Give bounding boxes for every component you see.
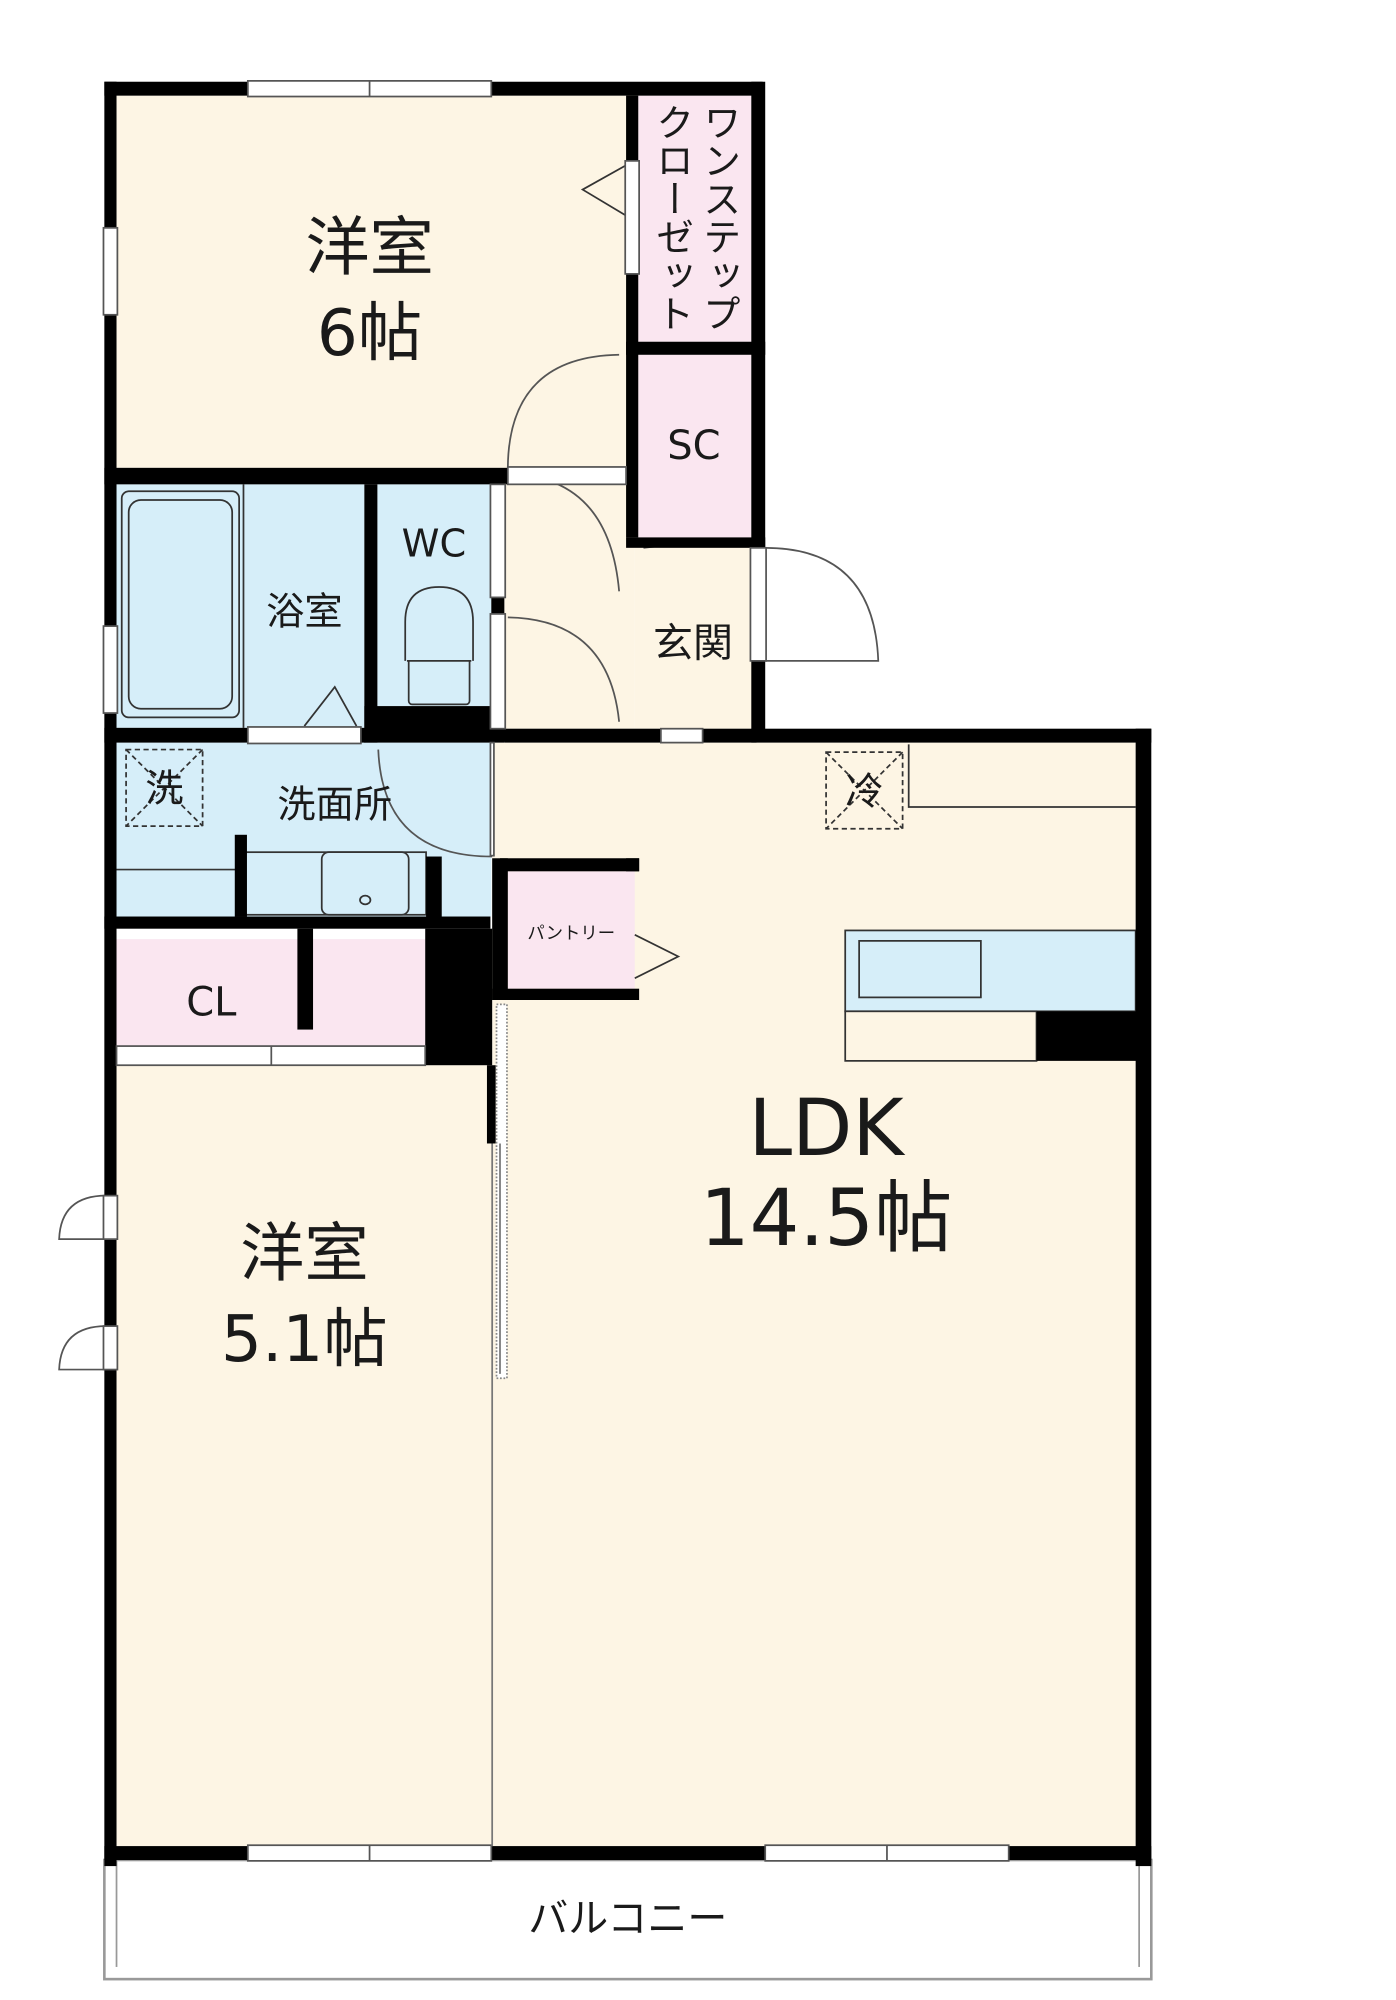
wall-room51-right [486,1065,496,1144]
wall-bath-wc [364,484,378,743]
room6-side-window [102,226,119,316]
wall-kitchen-end [1036,1011,1150,1061]
wall-pantry-right [626,858,640,872]
wall-washroom-bottom [104,916,491,929]
room6-name: 洋室 [305,211,434,286]
hall-ldk-opening [659,727,704,744]
wall-pantry-top [500,858,640,872]
pantry-floor [507,871,635,989]
vanity-drain [359,894,372,906]
wall-ldk-top [751,728,1152,743]
balcony-label: バルコニー [528,1896,727,1942]
bath-door-arrow [303,685,358,727]
labels: 洋室 6帖 ワンステップ クローゼット SC WC 浴室 玄関 洗 洗面所 冷 … [145,103,952,1943]
wall-wc-bottom [364,706,505,743]
room51-door-opening-1 [102,1194,119,1240]
ldk-upper-cabinet [907,744,1136,808]
bathtub-inner [127,499,234,710]
entrance-label: 玄関 [653,621,733,667]
room6-door-opening [506,466,627,486]
wall-vanity-post-2 [426,856,442,927]
western-room-6-floor [116,95,639,468]
sliding-door-track [495,1003,508,1380]
washroom-label: 洗面所 [277,782,392,827]
walk-closet-door [624,160,640,275]
walk-closet-label-1: ワンステップ [697,103,742,333]
washer-x2 [125,748,204,827]
pantry-label: パントリー [527,924,615,944]
hall-door-swing[interactable] [507,616,620,722]
room51-window-door-2[interactable] [58,1325,107,1371]
ldk-size: 14.5帖 [700,1173,952,1264]
wall-pantry-bottom [492,988,640,1000]
wall-closet-mid [626,341,766,355]
western-room-51-floor [116,1065,493,1847]
room51-name: 洋室 [240,1217,369,1292]
bath-door-opening [246,726,362,745]
wc-door-opening [489,483,507,599]
wall-closet-post [297,928,314,1030]
closet-label: CL [186,980,237,1026]
washroom-door-opening [489,741,495,857]
toilet-bowl [404,586,474,661]
bath-label: 浴室 [266,589,343,634]
ldk-name: LDK [749,1083,906,1174]
floor-fills [103,95,1153,1981]
washroom-door-swing[interactable] [377,749,493,858]
toilet-tank [407,655,471,706]
kitchen-sink [858,940,982,999]
pantry-door-arrow [634,934,681,980]
shoe-closet-floor [638,354,752,538]
entrance-door-swing[interactable] [765,546,880,662]
wall-hall-bottom [504,728,757,743]
wall-pantry-left [492,858,508,1000]
entrance-floor [634,543,753,729]
vanity-basin [320,851,410,916]
room51-window-door-1[interactable] [58,1194,107,1240]
room6-size: 6帖 [317,296,422,371]
washer-space [125,748,204,827]
closet-floor [116,939,426,1048]
washer-label: 洗 [145,767,183,812]
wall-left [104,81,117,1867]
entrance-door-opening [749,546,767,662]
walk-closet-label-2: クローゼット [650,103,695,333]
room6-door-swing[interactable] [506,353,620,468]
wall-right [1135,728,1152,1867]
wall-vanity-post-1 [234,834,247,917]
hall-floor [504,467,635,729]
wc-label: WC [402,522,467,567]
openings [102,80,1010,1862]
fridge-label: 冷 [845,769,883,814]
walk-closet-door-arrow [580,164,627,217]
wall-closet-right [425,928,493,1066]
balcony-floor [103,1858,1153,1981]
bath-window [102,625,119,714]
fridge-x2 [825,751,904,830]
walk-closet-floor [638,95,752,342]
kitchen-bar [844,1010,1038,1062]
room51-door-opening-2 [102,1325,119,1371]
wall-washroom-right [492,728,506,742]
hall-door-opening [489,613,507,730]
wall-room6-bottom [104,467,509,485]
fixtures [116,164,1137,1064]
shoe-closet-label: SC [667,423,720,469]
wall-sc-bottom [626,537,766,548]
fridge-space [825,751,904,830]
room51-size: 5.1帖 [221,1302,388,1377]
